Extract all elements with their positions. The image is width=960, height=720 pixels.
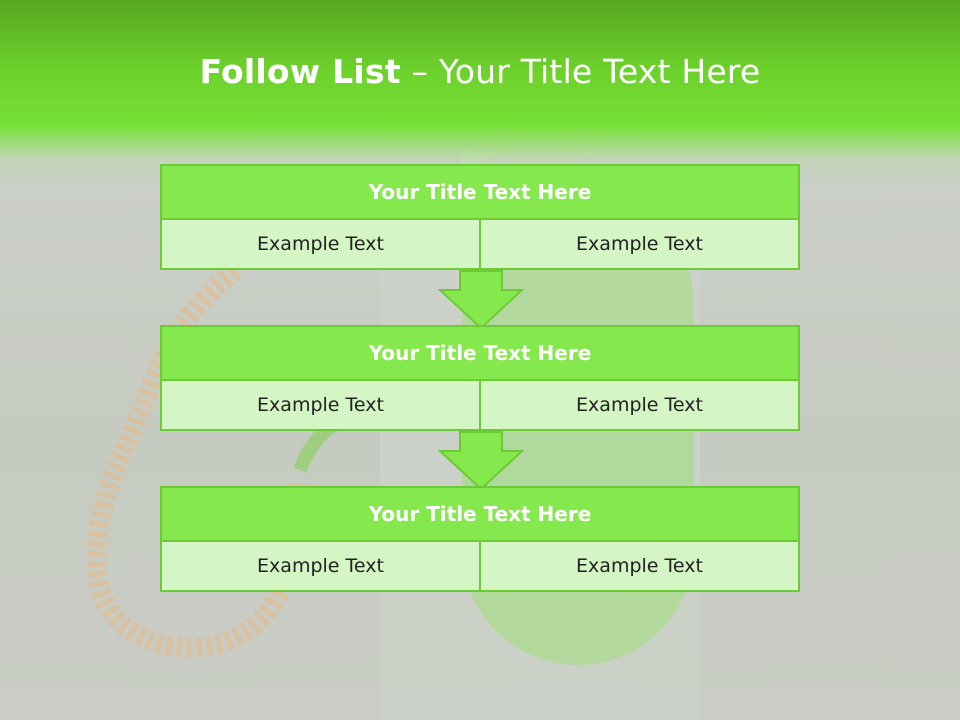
row-cells: Example Text Example Text [160,381,800,431]
row-cell-left: Example Text [160,542,481,592]
row-cell-right: Example Text [481,220,800,270]
follow-row-2: Your Title Text Here Example Text Exampl… [160,325,800,431]
title-rest: – Your Title Text Here [411,52,761,91]
row-title: Your Title Text Here [160,164,800,220]
follow-row-3: Your Title Text Here Example Text Exampl… [160,486,800,592]
row-cell-right: Example Text [481,542,800,592]
down-arrow-icon [438,270,524,330]
row-cell-left: Example Text [160,220,481,270]
row-cells: Example Text Example Text [160,542,800,592]
row-cell-right: Example Text [481,381,800,431]
row-title: Your Title Text Here [160,486,800,542]
follow-row-1: Your Title Text Here Example Text Exampl… [160,164,800,270]
header-band [0,0,960,185]
row-cell-left: Example Text [160,381,481,431]
slide-title: Follow List – Your Title Text Here [0,52,960,91]
title-bold: Follow List [199,52,401,91]
row-title: Your Title Text Here [160,325,800,381]
down-arrow-icon [438,431,524,491]
row-cells: Example Text Example Text [160,220,800,270]
